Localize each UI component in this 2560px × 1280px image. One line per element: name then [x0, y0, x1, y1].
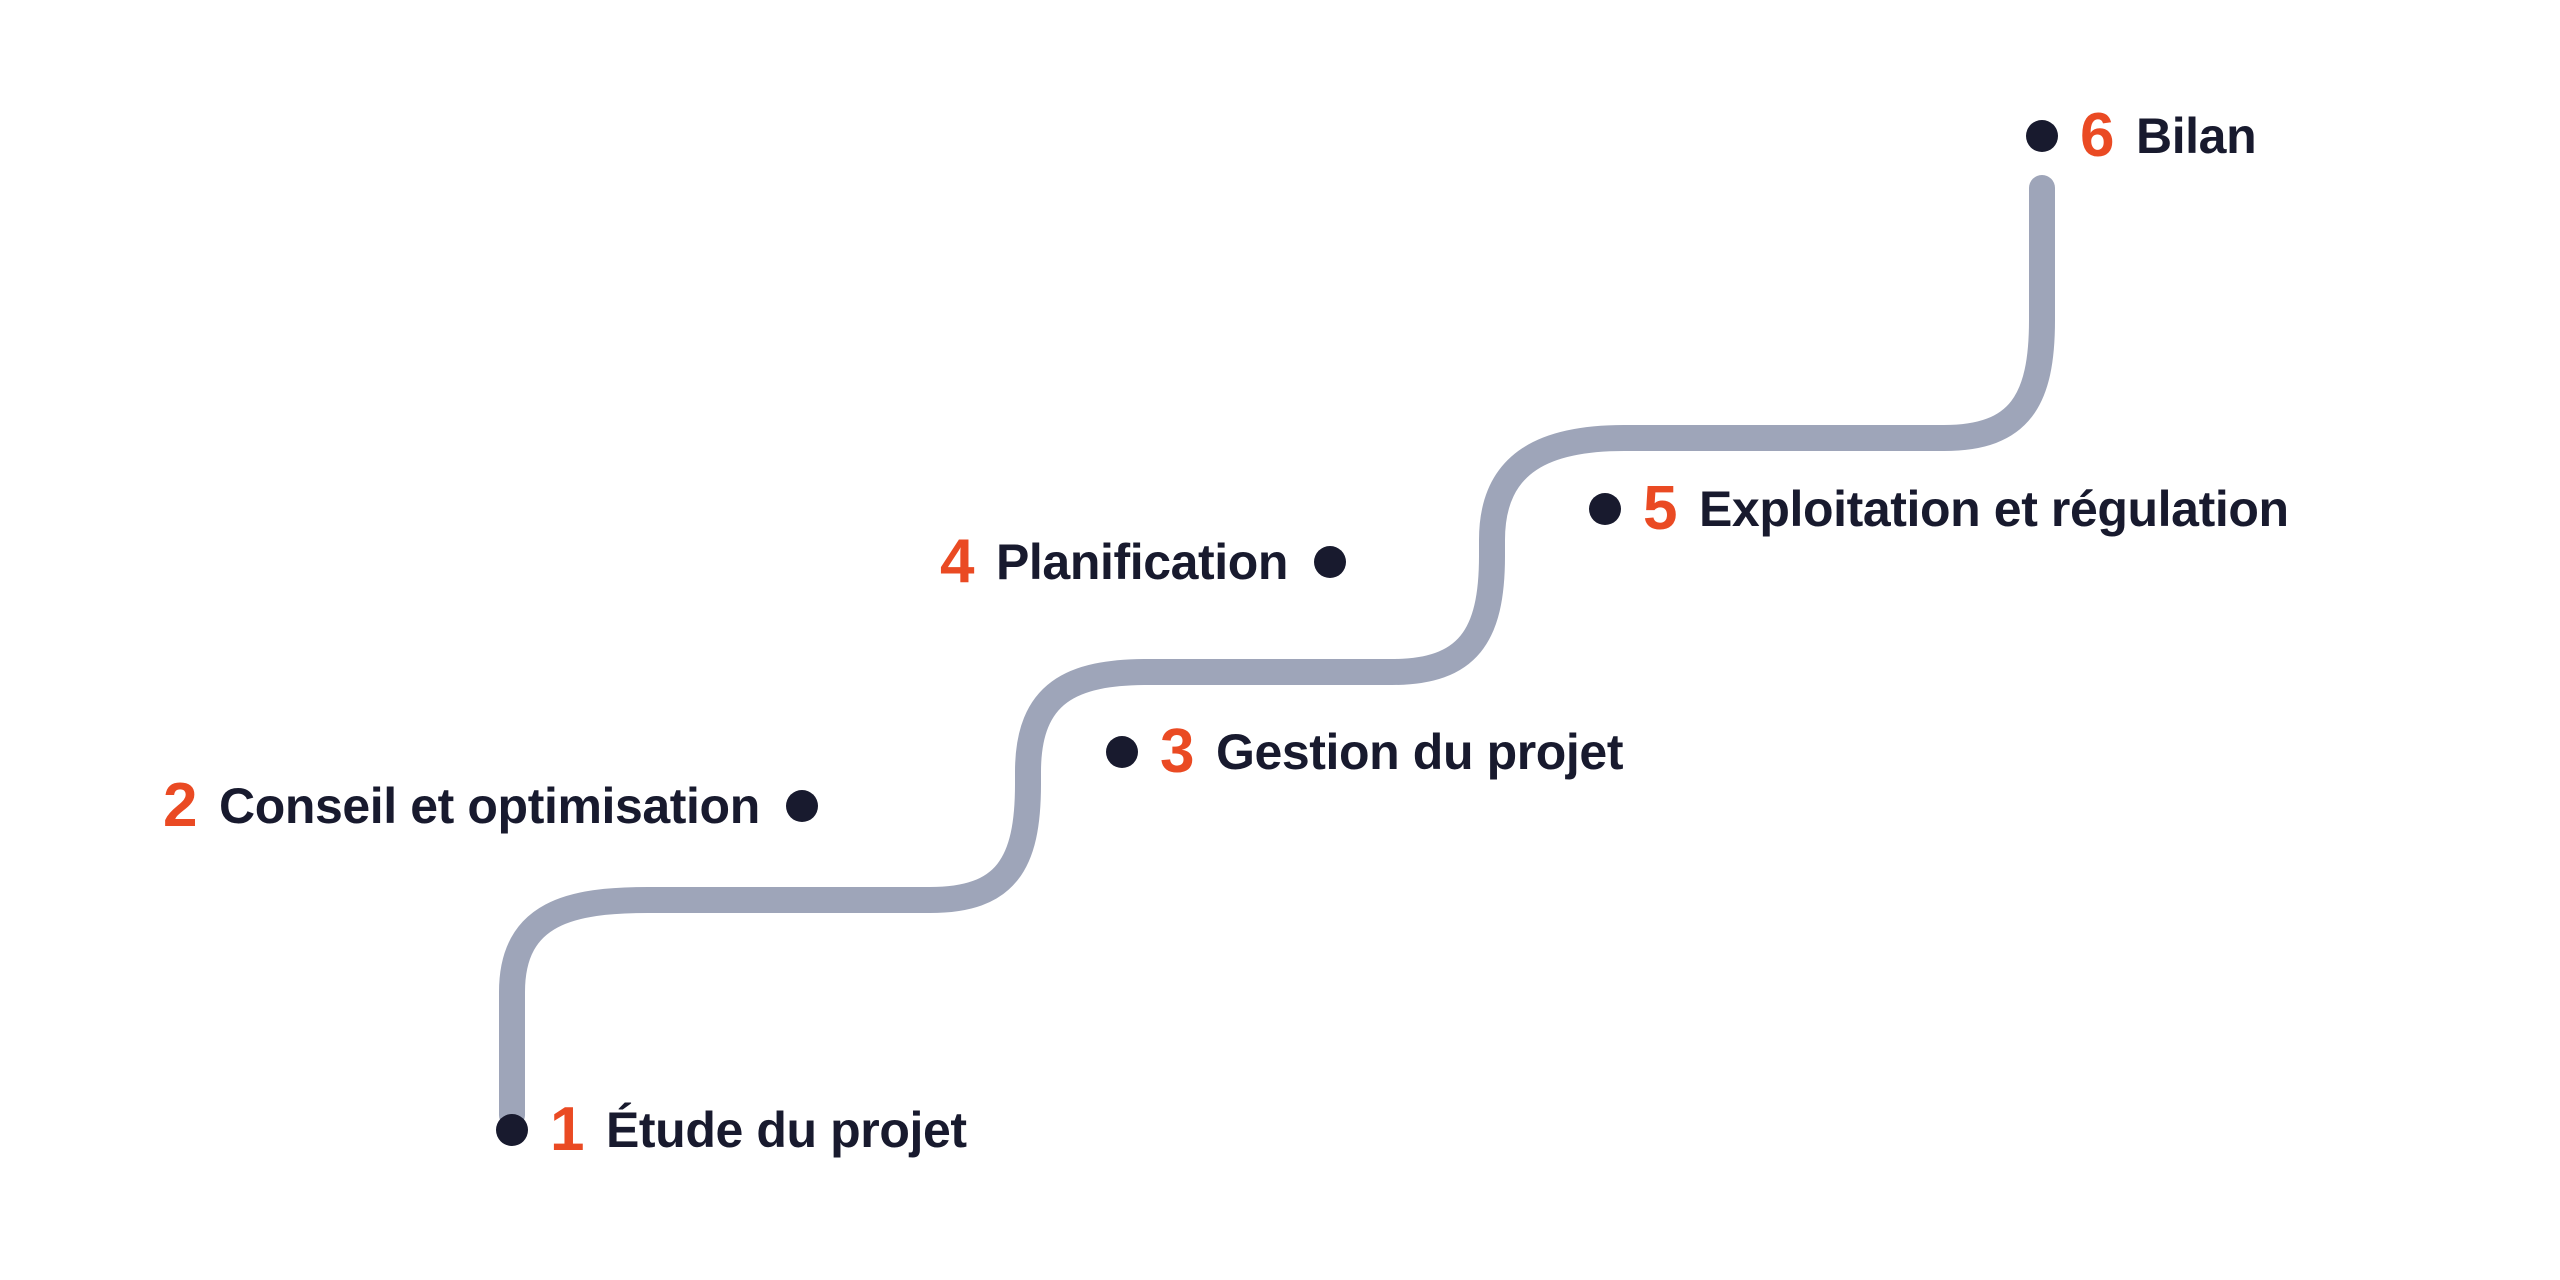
step-label: Conseil et optimisation	[218, 778, 760, 834]
step-label: Bilan	[2135, 108, 2257, 164]
step-marker-dot	[785, 790, 818, 822]
step-number: 6	[2080, 101, 2114, 170]
step-label: Étude du projet	[605, 1102, 967, 1158]
process-step-3[interactable]: 3 Gestion du projet	[1106, 721, 1623, 783]
step-label: Planification	[995, 534, 1289, 590]
step-number: 2	[163, 771, 197, 840]
process-step-5[interactable]: 5 Exploitation et régulation	[1589, 478, 2289, 540]
process-connector-line	[499, 175, 2055, 1128]
process-step-2[interactable]: 2 Conseil et optimisation	[163, 775, 818, 837]
step-marker-dot	[496, 1114, 528, 1146]
process-step-4[interactable]: 4 Planification	[940, 527, 1347, 596]
process-step-1[interactable]: 1 Étude du projet	[496, 1099, 967, 1161]
step-label: Gestion du projet	[1215, 724, 1624, 780]
step-label: Exploitation et régulation	[1698, 481, 2289, 537]
step-marker-dot	[1106, 736, 1138, 768]
step-number: 3	[1160, 717, 1194, 786]
step-number: 4	[940, 527, 974, 596]
step-marker-dot	[2026, 120, 2058, 152]
step-marker-dot	[1589, 493, 1621, 525]
step-marker-dot	[1314, 546, 1347, 578]
step-number: 1	[550, 1095, 584, 1164]
step-number: 5	[1643, 474, 1677, 543]
process-step-6[interactable]: 6 Bilan	[2026, 101, 2257, 170]
